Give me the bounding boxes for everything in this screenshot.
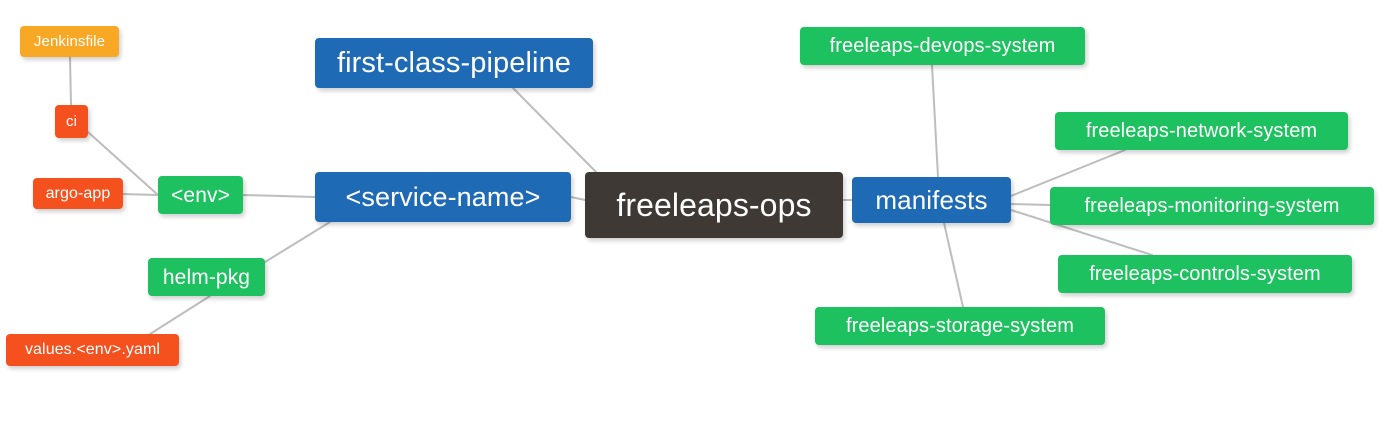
node-label-freeleaps-devops-system: freeleaps-devops-system bbox=[829, 35, 1056, 57]
node-freeleaps-controls-system[interactable]: freeleaps-controls-system bbox=[1058, 255, 1352, 293]
node-label-freeleaps-monitoring-system: freeleaps-monitoring-system bbox=[1084, 195, 1340, 217]
node-values-env-yaml[interactable]: values.<env>.yaml bbox=[6, 334, 179, 366]
node-helm-pkg[interactable]: helm-pkg bbox=[148, 258, 265, 296]
node-first-class-pipeline[interactable]: first-class-pipeline bbox=[315, 38, 593, 88]
node-service-name[interactable]: <service-name> bbox=[315, 172, 571, 222]
node-label-argo-app: argo-app bbox=[45, 184, 111, 202]
node-label-freeleaps-network-system: freeleaps-network-system bbox=[1085, 120, 1318, 142]
node-jenkinsfile[interactable]: Jenkinsfile bbox=[20, 26, 119, 57]
node-label-freeleaps-storage-system: freeleaps-storage-system bbox=[845, 315, 1075, 337]
node-label-ci: ci bbox=[65, 113, 78, 130]
node-label-values-env-yaml: values.<env>.yaml bbox=[24, 341, 161, 358]
node-freeleaps-ops[interactable]: freeleaps-ops bbox=[585, 172, 843, 238]
node-env[interactable]: <env> bbox=[158, 176, 243, 214]
node-freeleaps-network-system[interactable]: freeleaps-network-system bbox=[1055, 112, 1348, 150]
node-ci[interactable]: ci bbox=[55, 105, 88, 138]
edge-manifests-to-freeleaps-monitoring-system bbox=[1010, 203, 1051, 206]
node-label-service-name: <service-name> bbox=[345, 181, 541, 212]
node-manifests[interactable]: manifests bbox=[852, 177, 1011, 223]
edge-env-to-service-name bbox=[242, 194, 316, 198]
node-freeleaps-storage-system[interactable]: freeleaps-storage-system bbox=[815, 307, 1105, 345]
node-label-manifests: manifests bbox=[875, 185, 988, 215]
edge-values-env-yaml-to-helm-pkg bbox=[149, 295, 211, 335]
edge-argo-app-to-env bbox=[122, 193, 159, 196]
node-freeleaps-monitoring-system[interactable]: freeleaps-monitoring-system bbox=[1050, 187, 1374, 225]
edge-service-name-to-freeleaps-ops bbox=[570, 196, 586, 201]
node-label-freeleaps-ops: freeleaps-ops bbox=[616, 187, 812, 223]
edge-first-class-pipeline-to-freeleaps-ops bbox=[512, 87, 597, 173]
edge-jenkinsfile-to-ci bbox=[69, 56, 72, 106]
node-label-helm-pkg: helm-pkg bbox=[162, 265, 251, 289]
node-label-jenkinsfile: Jenkinsfile bbox=[33, 33, 106, 50]
edge-helm-pkg-to-service-name bbox=[264, 221, 331, 263]
node-argo-app[interactable]: argo-app bbox=[33, 178, 123, 209]
edge-manifests-to-freeleaps-devops-system bbox=[931, 64, 939, 178]
node-freeleaps-devops-system[interactable]: freeleaps-devops-system bbox=[800, 27, 1085, 65]
node-label-freeleaps-controls-system: freeleaps-controls-system bbox=[1089, 263, 1321, 285]
edge-manifests-to-freeleaps-storage-system bbox=[943, 222, 964, 308]
node-label-env: <env> bbox=[171, 183, 230, 207]
node-label-first-class-pipeline: first-class-pipeline bbox=[336, 46, 572, 79]
